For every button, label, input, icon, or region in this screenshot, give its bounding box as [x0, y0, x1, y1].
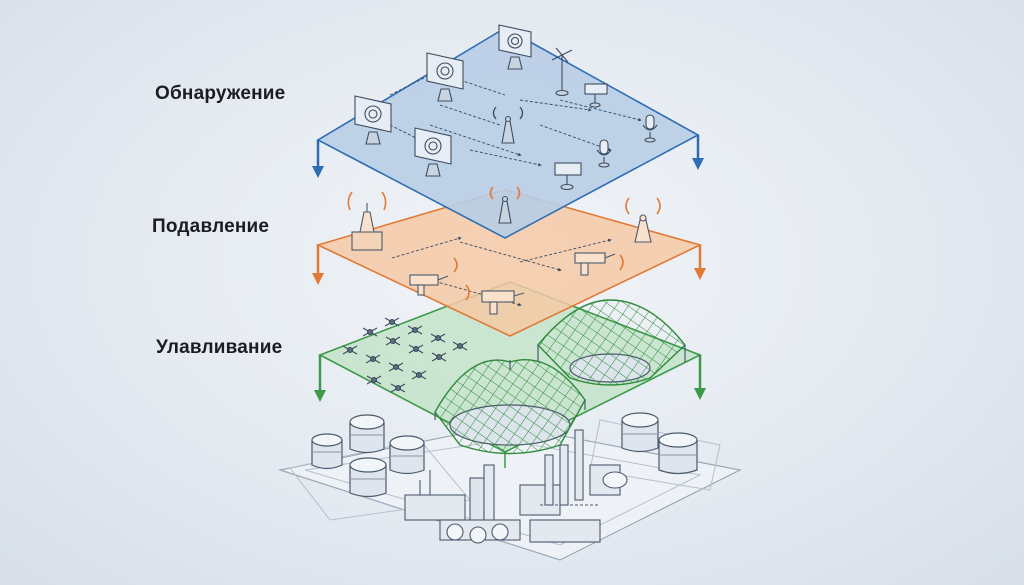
rf-emitter-icon [453, 197, 661, 301]
net-dome-icon [434, 358, 586, 455]
layer-label-capture: Улавливание [156, 337, 283, 358]
layer-plate-suppression [312, 189, 706, 337]
antenna-icon [489, 106, 524, 224]
microphone-icon [596, 114, 658, 168]
interceptor-drone-icon [342, 317, 468, 393]
layer-label-suppression: Подавление [152, 216, 270, 237]
storage-tank-icon [311, 414, 425, 498]
radar-icon [354, 24, 532, 177]
industrial-plant-icon [404, 429, 628, 544]
layer-plate-capture [314, 281, 706, 468]
windvane-icon [551, 47, 573, 97]
layer-label-detection: Обнаружение [155, 83, 286, 104]
net-dome-icon [537, 299, 686, 386]
camera-icon [554, 83, 608, 191]
layer-plate-detection [312, 24, 704, 239]
storage-tank-icon [621, 412, 698, 475]
jammer-gun-icon [409, 252, 616, 315]
industrial-base [277, 412, 742, 561]
jammer-station-icon [347, 191, 387, 251]
